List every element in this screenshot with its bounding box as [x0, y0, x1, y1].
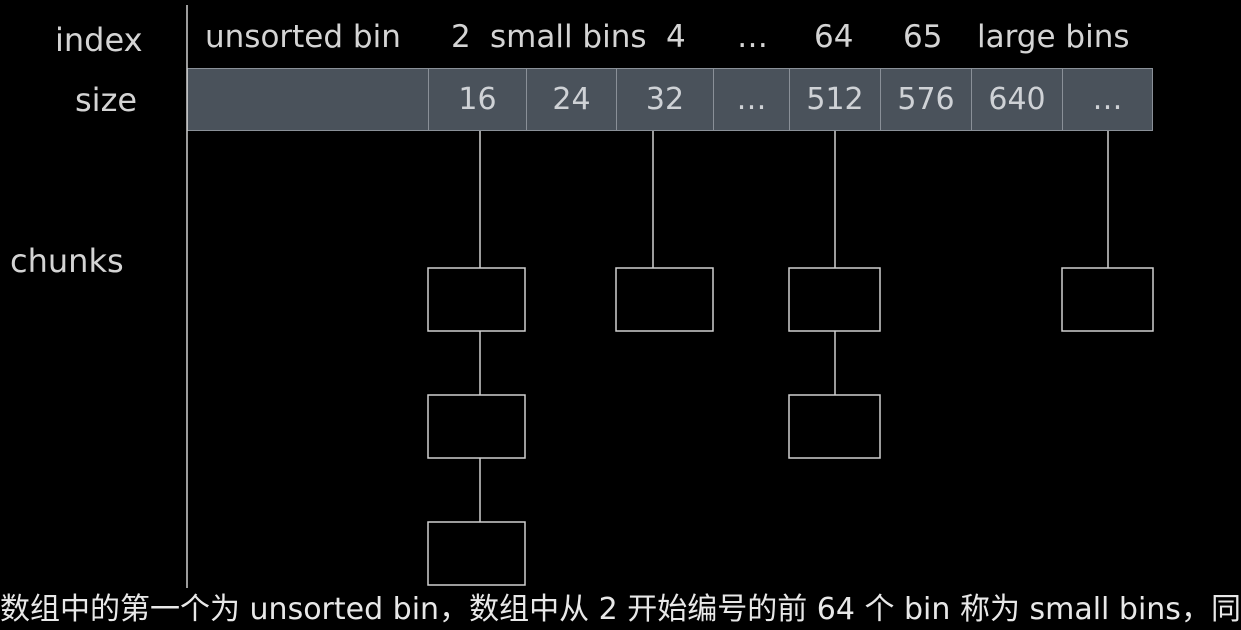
size-cell-ellipsis-1: …	[713, 69, 789, 130]
chunk-box	[788, 394, 881, 459]
size-cell-32: 32	[616, 69, 713, 130]
chunk-box	[427, 267, 526, 332]
size-cell-16: 16	[428, 69, 526, 130]
size-cell-24: 24	[526, 69, 616, 130]
size-cell-ellipsis-2: …	[1062, 69, 1152, 130]
header-index-2: 2	[451, 19, 471, 55]
chunk-box	[788, 267, 881, 332]
header-index-4: 4	[666, 19, 686, 55]
header-ellipsis: …	[737, 19, 768, 55]
size-cell-640: 640	[971, 69, 1062, 130]
index-row-label: index	[55, 21, 143, 59]
chunk-box	[427, 394, 526, 459]
chunk-diagram	[186, 5, 1154, 588]
header-index-65: 65	[903, 19, 943, 55]
header-unsorted-bin: unsorted bin	[205, 19, 401, 55]
chunk-box	[427, 521, 526, 586]
size-cell-576: 576	[880, 69, 971, 130]
header-index-64: 64	[814, 19, 854, 55]
size-row-label: size	[75, 81, 138, 119]
chunk-box	[615, 267, 714, 332]
caption-text: 数组中的第一个为 unsorted bin，数组中从 2 开始编号的前 64 个…	[0, 592, 1241, 627]
bin-size-array: 16 24 32 … 512 576 640 …	[187, 68, 1153, 131]
header-large-bins: large bins	[977, 19, 1130, 55]
header-small-bins: small bins	[490, 19, 647, 55]
size-cell-512: 512	[789, 69, 880, 130]
chunk-box	[1061, 267, 1154, 332]
chunks-row-label: chunks	[10, 242, 124, 280]
